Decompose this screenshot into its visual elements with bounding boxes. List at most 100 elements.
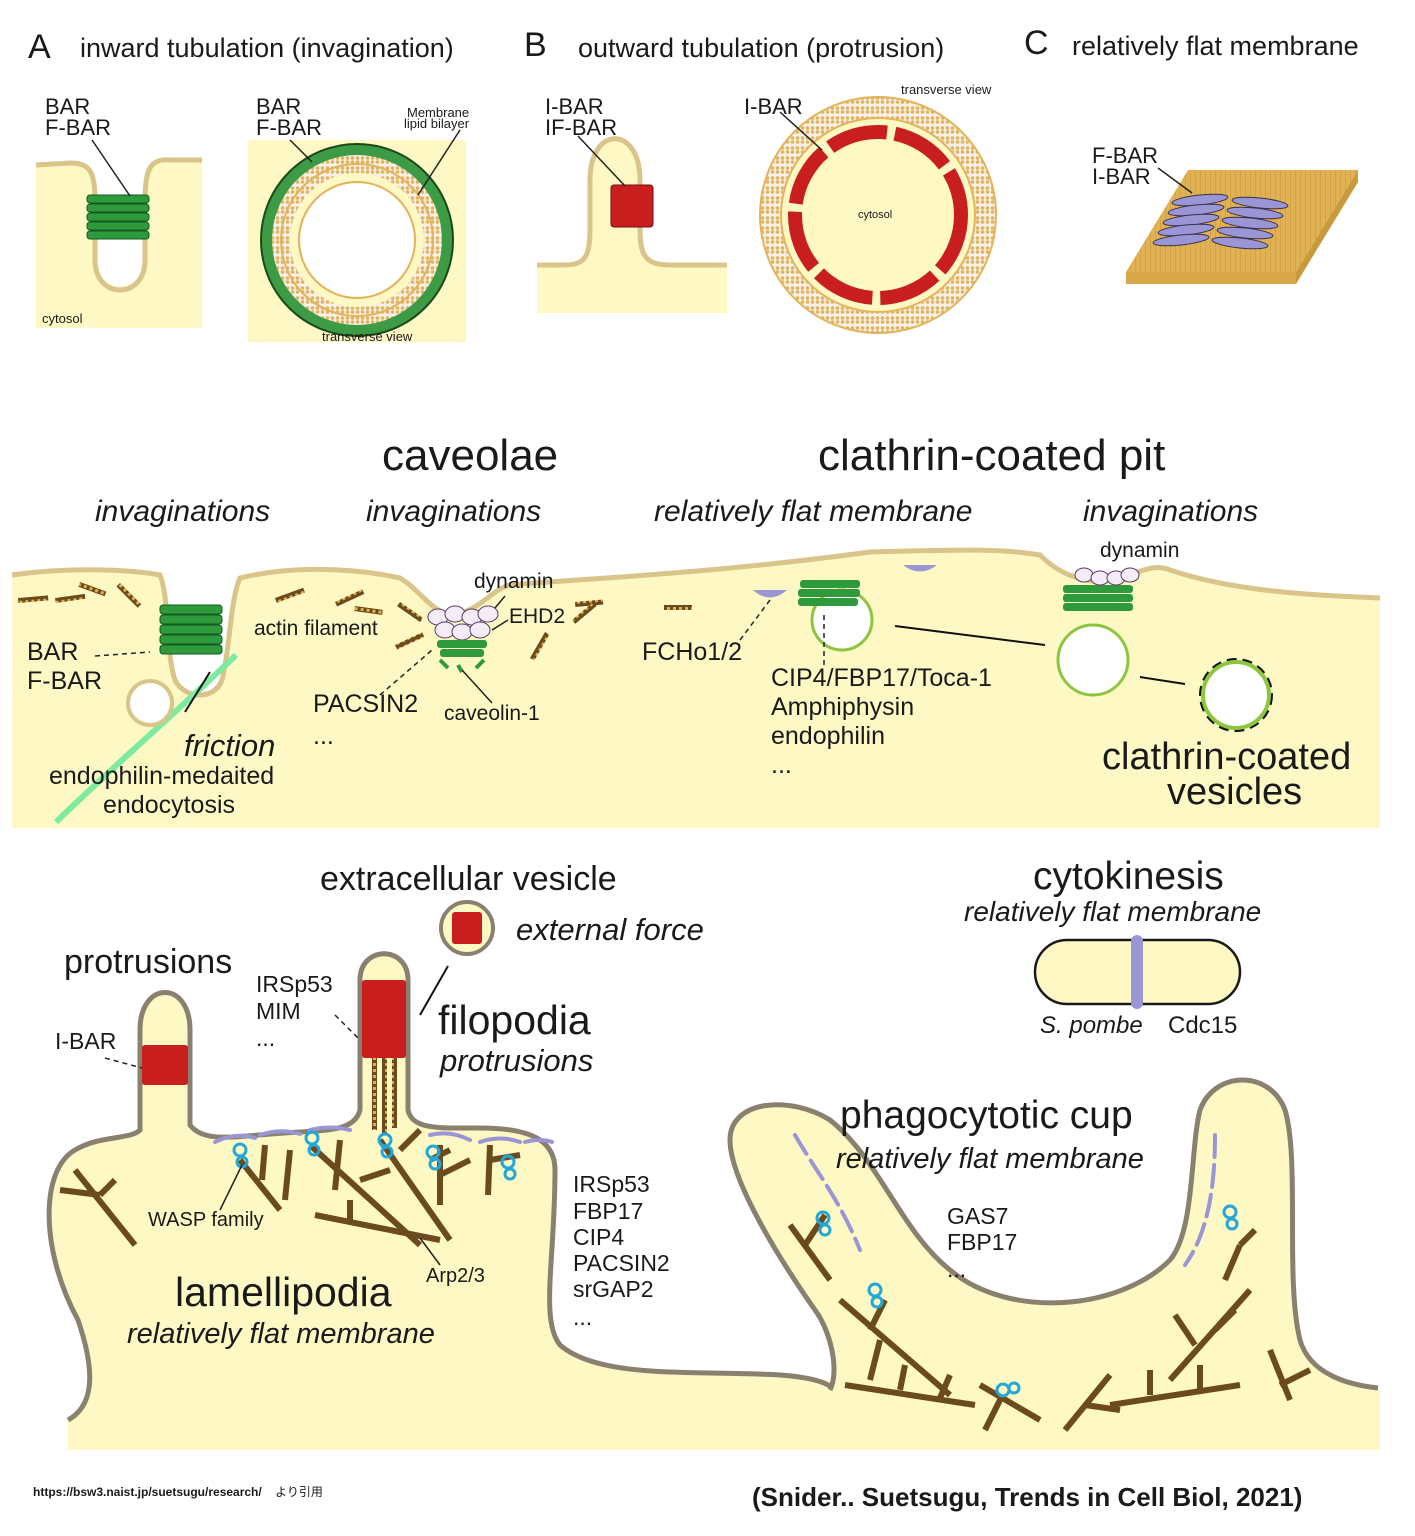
actin-filament-label: actin filament — [254, 617, 378, 640]
cdc15-ring — [1131, 935, 1143, 1009]
membrane — [35, 157, 202, 293]
pointer-arrow — [419, 965, 449, 1016]
panel-c-letter: C — [1024, 24, 1049, 62]
cytosol-label: cytosol — [858, 209, 893, 221]
phagocytic-cup-cell — [727, 1077, 1379, 1450]
panel-b-protrusion — [537, 96, 997, 334]
irsp53-label: IRSp53 — [256, 971, 333, 997]
pointer-line — [419, 1237, 441, 1266]
caveolae-more-label: ... — [313, 722, 334, 750]
source-url[interactable]: https://bsw3.naist.jp/suetsugu/research/… — [33, 1486, 323, 1498]
panel-a-title: inward tubulation (invagination) — [80, 33, 454, 63]
ibar-protein-coil — [362, 980, 406, 1058]
lamellipodia-protein-label: ... — [573, 1304, 593, 1330]
panel-c-flat — [1126, 167, 1358, 284]
pointer-line — [461, 669, 493, 704]
bar-protein-coil — [86, 194, 150, 240]
caveolin-label: caveolin-1 — [444, 702, 540, 725]
caveolin-coat — [437, 640, 487, 673]
wasp-proteins — [232, 1130, 517, 1181]
cytokinesis-title: cytokinesis — [1033, 855, 1224, 898]
plasma-membrane — [727, 1077, 1379, 1392]
cytosol-label: cytosol — [42, 311, 83, 326]
endocytosis-label: endocytosis — [103, 791, 236, 819]
pointer-arrow — [417, 129, 461, 196]
external-force-label: external force — [516, 912, 704, 947]
flat-bar-proteins — [213, 1125, 554, 1144]
transverse-view-label: transverse view — [322, 329, 413, 344]
panel-b-title: outward tubulation (protrusion) — [578, 33, 945, 63]
pointer-arrow — [1157, 167, 1193, 194]
ibar-label: I-BAR — [744, 94, 803, 119]
endocytosis-cell — [11, 547, 1381, 828]
cytosol-region — [780, 117, 976, 313]
cytosol-region — [49, 953, 1381, 1450]
pointer-line — [334, 1014, 361, 1041]
lipid-bilayer-ring — [760, 97, 996, 333]
filopodia-more-label: ... — [256, 1025, 276, 1051]
clathrin-protein-label: ... — [771, 751, 792, 779]
cytosol-region — [36, 159, 202, 328]
clathrin-protein-label: endophilin — [771, 722, 885, 750]
fcho-protein — [903, 565, 937, 572]
pointer-line — [219, 1164, 243, 1211]
flat-bar-proteins — [1152, 193, 1289, 250]
branched-actin-network — [59, 1127, 521, 1248]
panel-a-invagination — [35, 129, 466, 342]
lamellipodia-protein-label: IRSp53 — [573, 1171, 650, 1197]
fbar-label: F-BAR — [45, 115, 111, 140]
pointer-line — [491, 619, 509, 631]
lamellipodia-subtitle: relatively flat membrane — [127, 1318, 435, 1350]
plasma-membrane — [46, 951, 837, 1423]
ibar-protein-coil — [142, 1045, 188, 1085]
lamellipodia-protein-label: FBP17 — [573, 1198, 644, 1224]
friction-track — [53, 652, 239, 825]
fbar-label: F-BAR — [256, 115, 322, 140]
endophilin-mode-label: endophilin-medaited — [49, 762, 275, 790]
bar-label: BAR — [256, 94, 302, 119]
ev-title: extracellular vesicle — [320, 860, 617, 898]
mim-label: MIM — [256, 998, 301, 1024]
fcho-label: FCHo1/2 — [642, 638, 743, 666]
pointer-arrow — [184, 671, 211, 713]
filopodia-title: filopodia — [438, 997, 591, 1043]
lamellipodia-protein-label: srGAP2 — [573, 1276, 654, 1302]
fcho-protein — [753, 590, 787, 598]
membrane — [537, 136, 727, 268]
phagocytic-cup-title: phagocytotic cup — [840, 1094, 1133, 1137]
ibar-protein-coil — [610, 184, 654, 228]
friction-label: friction — [184, 728, 276, 763]
wasp-label: WASP family — [148, 1209, 264, 1231]
lamellipodia-protein-label: CIP4 — [573, 1224, 625, 1250]
cytokinesis-cell — [1033, 935, 1242, 1009]
ibar-label: I-BAR — [55, 1028, 117, 1054]
clathrin-coated-vesicle — [1201, 660, 1271, 730]
clathrin-constricted-pit — [1056, 567, 1140, 697]
lamellipodia-protein-label: PACSIN2 — [573, 1250, 670, 1276]
pointer-line — [94, 651, 151, 657]
bar-label: BAR — [45, 94, 91, 119]
bar-protein-coil — [159, 604, 223, 655]
filopodia-actin-bundle — [372, 1058, 397, 1133]
lamellipodia-cell — [46, 900, 1381, 1450]
clathrin-coated-pit — [798, 580, 874, 652]
panel-b-letter: B — [524, 26, 547, 64]
phagocytic-cup-subtitle: relatively flat membrane — [836, 1143, 1144, 1175]
pointer-arrow — [289, 139, 313, 163]
clathrin-pit-heading: clathrin-coated pit — [818, 431, 1166, 480]
ibar-protein-coil — [452, 912, 482, 944]
citation: (Snider.. Suetsugu, Trends in Cell Biol,… — [752, 1482, 1303, 1512]
endocytic-vesicle — [126, 679, 174, 727]
arp-label: Arp2/3 — [426, 1265, 485, 1287]
source-url-text[interactable]: https://bsw3.naist.jp/suetsugu/research/ — [33, 1485, 262, 1499]
subheading-flat-membrane: relatively flat membrane — [654, 495, 973, 528]
clathrin-protein-label: CIP4/FBP17/Toca-1 — [771, 664, 992, 692]
actin-filaments — [18, 582, 692, 661]
ibar-label: I-BAR — [545, 94, 604, 119]
membrane-label: Membrane — [407, 105, 470, 120]
subheading-invaginations: invaginations — [95, 495, 271, 528]
lamellipodia-title: lamellipodia — [175, 1269, 392, 1315]
panel-c-title: relatively flat membrane — [1072, 31, 1359, 61]
ibar-protein-ring — [788, 125, 968, 305]
pointer-line — [494, 595, 506, 609]
